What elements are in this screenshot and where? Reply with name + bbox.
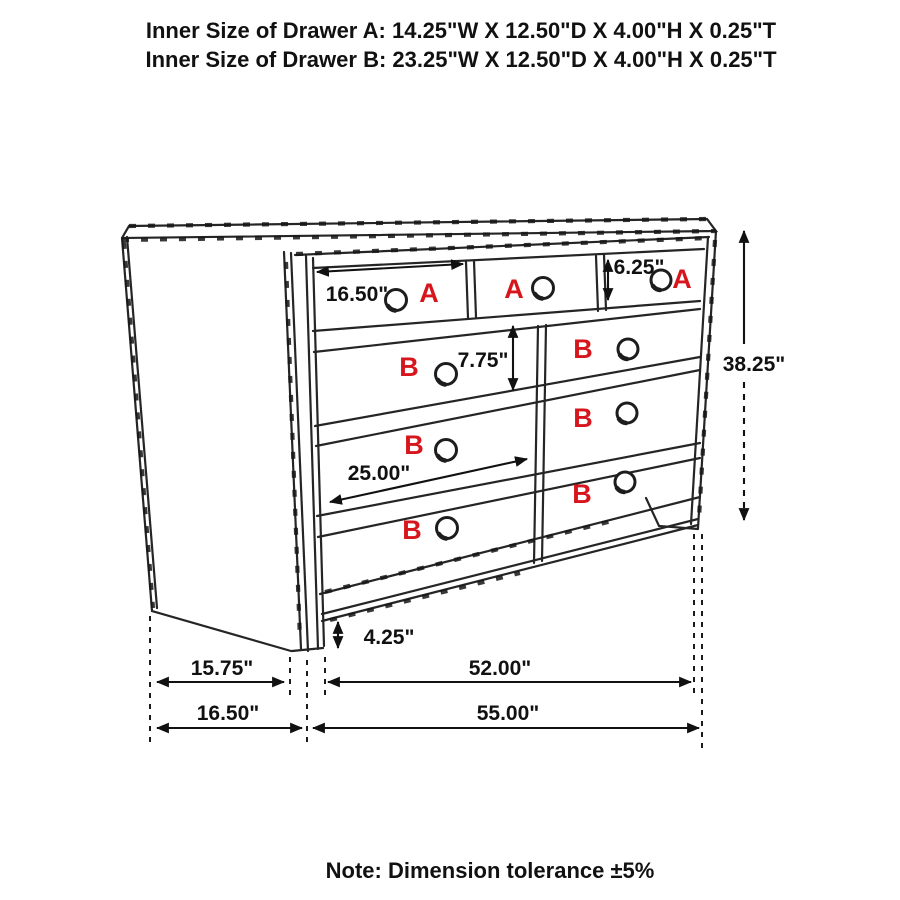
- dim-drawer-a-face-height-text: 6.25": [614, 256, 665, 279]
- drawer-a-inner-size-text: Inner Size of Drawer A: 14.25"W X 12.50"…: [145, 18, 777, 43]
- drawer-knobs: [384, 268, 673, 541]
- dim-front-width-inner-text: 52.00": [469, 657, 532, 680]
- label-drawer-a2: A: [504, 274, 524, 304]
- tolerance-note: Note: Dimension tolerance ±5%: [325, 858, 655, 883]
- edge-hatching: [121, 216, 718, 641]
- dresser-left-stile: [282, 250, 326, 653]
- label-drawer-b2-left: B: [404, 430, 424, 460]
- dim-drawer-a-width-text: 16.50": [326, 283, 389, 306]
- label-drawer-b3-left: B: [402, 515, 422, 545]
- knob-b3-right-shade: [614, 485, 627, 495]
- drawer-labels: A A A B B B B B B: [399, 264, 692, 545]
- knob-b3-left-shade: [436, 531, 449, 541]
- knob-a1-shade: [385, 303, 398, 313]
- knob-a2-shade: [532, 291, 545, 301]
- dim-drawer-b-face-height: 7.75": [458, 324, 519, 392]
- dim-front-width-inner: 52.00": [326, 657, 693, 688]
- dimension-annotations: 16.50" 6.25" 7.75" 25.00" 38.25": [155, 229, 786, 734]
- dim-drawer-b-face-height-text: 7.75": [458, 349, 509, 372]
- dim-leg-height-text: 4.25": [364, 626, 415, 649]
- knob-b2-right-shade: [616, 416, 629, 426]
- dresser-right-frame: [689, 229, 718, 530]
- label-drawer-b1-right: B: [573, 334, 593, 364]
- knob-b1-right-shade: [617, 352, 630, 362]
- dim-side-depth-overall: 16.50": [155, 702, 304, 734]
- dim-drawer-b-width: 25.00": [328, 456, 529, 505]
- label-drawer-a1: A: [419, 278, 439, 308]
- knob-b1-left-shade: [435, 377, 448, 387]
- label-drawer-b1-left: B: [399, 352, 419, 382]
- label-drawer-a3: A: [672, 264, 692, 294]
- label-drawer-b3-right: B: [572, 479, 592, 509]
- dim-drawer-b-width-text: 25.00": [348, 462, 411, 485]
- dim-side-depth-overall-text: 16.50": [197, 702, 260, 725]
- dresser-left-panel: [120, 235, 293, 653]
- dim-front-width-overall: 55.00": [311, 702, 701, 734]
- dim-side-depth-inner-text: 15.75": [191, 657, 254, 680]
- dim-side-depth-inner: 15.75": [155, 657, 286, 688]
- dim-overall-height-text: 38.25": [723, 353, 786, 376]
- dim-overall-height: 38.25": [723, 229, 786, 522]
- dim-drawer-a-width: 16.50": [315, 259, 465, 306]
- dim-leg-height: 4.25": [332, 620, 415, 650]
- drawer-b-inner-size-text: Inner Size of Drawer B: 23.25"W X 12.50"…: [145, 47, 777, 72]
- knob-a3-shade: [650, 283, 663, 293]
- dim-drawer-a-face-height: 6.25": [602, 256, 665, 302]
- dim-front-width-overall-text: 55.00": [477, 702, 540, 725]
- inner-size-header: Inner Size of Drawer A: 14.25"W X 12.50"…: [22, 16, 900, 74]
- extension-lines: [149, 534, 703, 748]
- label-drawer-b2-right: B: [573, 403, 593, 433]
